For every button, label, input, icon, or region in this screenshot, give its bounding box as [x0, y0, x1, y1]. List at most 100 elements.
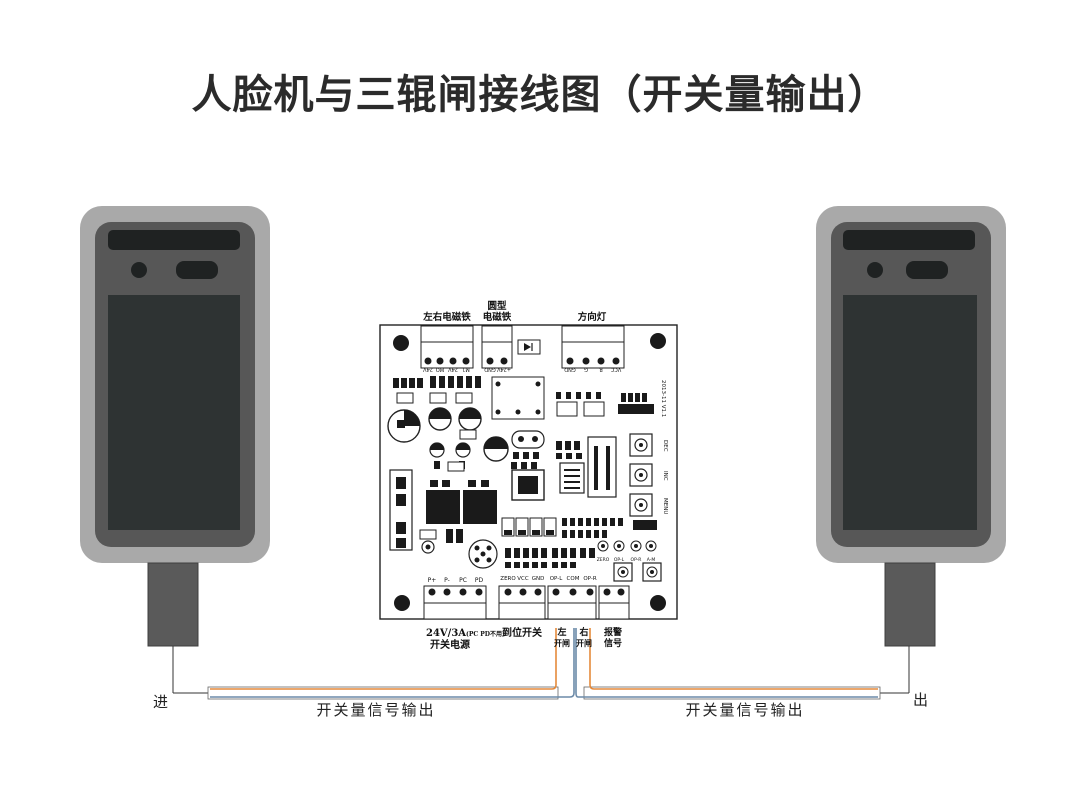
pin-zero: ZERO: [500, 576, 516, 582]
pin-pd: PD: [475, 577, 484, 584]
right-device-speaker-bar: [843, 230, 975, 250]
button-menu: [629, 493, 653, 517]
right-device-stand: [884, 562, 936, 647]
left-device-screen: [108, 295, 240, 530]
right-wire-label: 开关量信号输出: [685, 701, 804, 719]
smd-components-row6: [562, 518, 657, 538]
smd-components-row2: [556, 392, 647, 402]
label-round-magnet-1: 圆型: [487, 300, 507, 312]
pin-m1: M1: [462, 366, 470, 372]
label-alarm-2: 信号: [604, 637, 622, 649]
page-title: 人脸机与三辊闸接线图（开关量输出）: [191, 72, 889, 118]
label-left-open-1: 左: [556, 626, 566, 638]
left-wire-label: 开关量信号输出: [316, 701, 435, 719]
mount-hole-bottom-left: [394, 595, 410, 611]
pin-gnd-light: GND: [564, 366, 576, 372]
pin-p-minus: P-: [444, 577, 450, 584]
label-power-spec: 24V/3A(PC PD不用): [426, 628, 505, 639]
pin-com: COM: [567, 576, 580, 582]
pin-24v-top: +24V: [496, 366, 511, 372]
pin-op-r: OP-R: [583, 576, 597, 582]
label-dec: DEC: [662, 440, 668, 452]
button-dec: [629, 433, 653, 457]
driver-chip-1: [426, 490, 460, 524]
opto-coupler-a: [556, 401, 578, 417]
right-device-screen: [843, 295, 977, 530]
label-lr-magnet: 左右电磁铁: [422, 311, 471, 323]
right-face-terminal: [816, 206, 1006, 647]
pin-24v-a: 24V: [423, 366, 433, 372]
smd-components-row4: [430, 480, 489, 487]
left-device-camera-icon: [131, 262, 147, 278]
label-opl-small: OP-L: [614, 557, 625, 563]
button-inc: [629, 463, 653, 487]
left-orange-wire: [210, 628, 557, 690]
capacitor-large-2: [428, 407, 452, 431]
right-orange-wire: [589, 628, 878, 690]
entry-label: 进: [153, 693, 168, 711]
buzzer-component: [468, 539, 498, 569]
jumper-pins: [597, 540, 657, 552]
label-menu: MENU: [662, 498, 668, 514]
right-device-sensor-bar: [906, 261, 948, 279]
left-device-speaker-bar: [108, 230, 240, 250]
label-right-open-1: 右: [578, 626, 588, 638]
pin-gnd-top: GND: [484, 366, 496, 372]
label-inc: INC: [662, 471, 668, 481]
pin-mo: MO: [436, 366, 444, 372]
board-version: 2013-11 V1.1: [660, 380, 666, 417]
connector-open-gate: [547, 585, 597, 620]
label-direction-light: 方向灯: [578, 311, 607, 323]
connector-lr-magnet: [420, 325, 474, 369]
left-device-stand: [147, 562, 199, 647]
label-right-open-2: 开闸: [576, 638, 592, 648]
diode-c: [455, 392, 473, 404]
label-am-small: A-M: [647, 557, 656, 563]
pin-g: G: [584, 366, 588, 372]
signal-wires: [172, 628, 910, 700]
smd-components-row7: [505, 548, 595, 568]
connector-direction-light: [561, 325, 625, 369]
diode-a: [396, 392, 414, 404]
smd-components-row1: [393, 376, 481, 388]
capacitor-large-3: [458, 407, 482, 431]
capacitor-large-1: [387, 409, 421, 443]
mount-hole-top-right: [650, 333, 666, 349]
label-power-supply: 开关电源: [430, 638, 470, 651]
pin-vcc-light: VCC: [610, 366, 621, 372]
diode-d: [459, 429, 477, 440]
pin-op-l: OP-L: [550, 576, 564, 582]
right-device-camera-icon: [867, 262, 883, 278]
label-opr-small: OP-R: [631, 557, 642, 563]
connector-alarm: [598, 585, 630, 620]
left-blue-wire: [210, 628, 575, 698]
am-switch: [613, 562, 662, 582]
pin-gnd: GND: [532, 576, 545, 582]
mount-hole-top-left: [393, 335, 409, 351]
label-left-open-2: 开闸: [554, 638, 570, 648]
connector-power: [423, 585, 487, 620]
ic-chip-a: [587, 436, 617, 498]
left-cable-sleeve: [207, 686, 559, 700]
pin-pc: PC: [459, 577, 467, 584]
power-module: [389, 469, 413, 551]
right-blue-wire: [575, 628, 878, 698]
pin-r: R: [599, 366, 603, 372]
diode-f: [419, 529, 437, 540]
label-round-magnet-2: 电磁铁: [483, 311, 512, 323]
opto-coupler-b: [583, 401, 605, 417]
right-cable-sleeve: [583, 686, 881, 700]
left-face-terminal: [80, 206, 270, 647]
smd-components-row5: [556, 441, 582, 489]
smd-grid-lower: [501, 517, 557, 537]
pin-vcc: VCC: [517, 576, 529, 582]
capacitor-small-row: [429, 436, 509, 462]
label-position-switch: 到位开关: [502, 626, 542, 639]
diode-b: [429, 392, 447, 404]
driver-chip-2: [463, 490, 497, 524]
diode-e: [447, 461, 465, 472]
label-alarm-1: 报警: [604, 626, 622, 638]
crystal-oscillator: [511, 430, 545, 449]
connector-round-magnet: [481, 325, 513, 369]
